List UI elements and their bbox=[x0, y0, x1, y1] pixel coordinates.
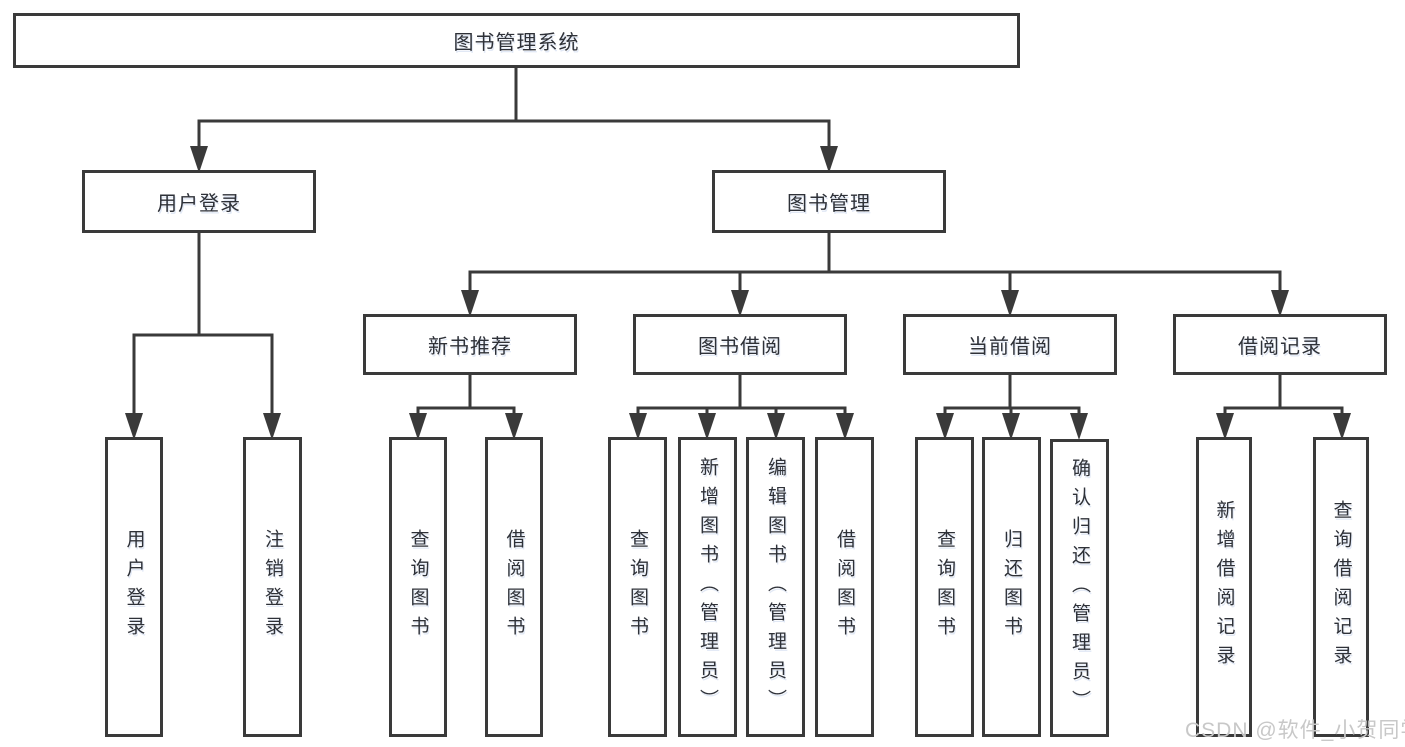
leaf-logout-login: 注销登录 bbox=[243, 437, 302, 737]
arrowhead bbox=[836, 413, 854, 440]
node-current-borrowing: 当前借阅 bbox=[903, 314, 1117, 375]
leaf-records-add-record: 新增借阅记录 bbox=[1196, 437, 1252, 737]
leaf-borrowing-edit-book-admin: 编辑图书（管理员） bbox=[746, 437, 805, 737]
arrowhead bbox=[505, 413, 523, 440]
arrowhead bbox=[1216, 413, 1234, 440]
leaf-records-query-record: 查询借阅记录 bbox=[1313, 437, 1369, 737]
arrowhead bbox=[1001, 290, 1019, 317]
arrowhead bbox=[461, 290, 479, 317]
arrowhead bbox=[1070, 413, 1088, 440]
arrowhead bbox=[1333, 413, 1351, 440]
arrowhead bbox=[1002, 413, 1020, 440]
leaf-current-return-book: 归还图书 bbox=[982, 437, 1041, 737]
leaf-current-query-book: 查询图书 bbox=[915, 437, 974, 737]
leaf-borrowing-query-book: 查询图书 bbox=[608, 437, 667, 737]
arrowhead bbox=[731, 290, 749, 317]
arrowhead bbox=[190, 146, 208, 173]
arrowhead bbox=[1271, 290, 1289, 317]
node-user-login: 用户登录 bbox=[82, 170, 316, 233]
arrowhead bbox=[629, 413, 647, 440]
leaf-user-login: 用户登录 bbox=[105, 437, 163, 737]
leaf-borrowing-borrow-book: 借阅图书 bbox=[815, 437, 874, 737]
leaf-current-confirm-return-admin: 确认归还（管理员） bbox=[1050, 439, 1109, 737]
arrowhead bbox=[263, 413, 281, 440]
watermark: CSDN @软件_小贺同学 bbox=[1185, 719, 1405, 742]
arrowhead bbox=[767, 413, 785, 440]
arrowhead bbox=[820, 146, 838, 173]
arrowhead bbox=[409, 413, 427, 440]
node-library-system: 图书管理系统 bbox=[13, 13, 1020, 68]
arrowhead bbox=[936, 413, 954, 440]
leaf-borrowing-add-book-admin: 新增图书（管理员） bbox=[678, 437, 737, 737]
leaf-recommend-borrow-book: 借阅图书 bbox=[485, 437, 543, 737]
leaf-recommend-query-book: 查询图书 bbox=[389, 437, 447, 737]
node-book-borrowing: 图书借阅 bbox=[633, 314, 847, 375]
node-book-management: 图书管理 bbox=[712, 170, 946, 233]
arrowhead bbox=[698, 413, 716, 440]
arrowhead bbox=[125, 413, 143, 440]
node-new-book-recommend: 新书推荐 bbox=[363, 314, 577, 375]
node-borrowing-records: 借阅记录 bbox=[1173, 314, 1387, 375]
